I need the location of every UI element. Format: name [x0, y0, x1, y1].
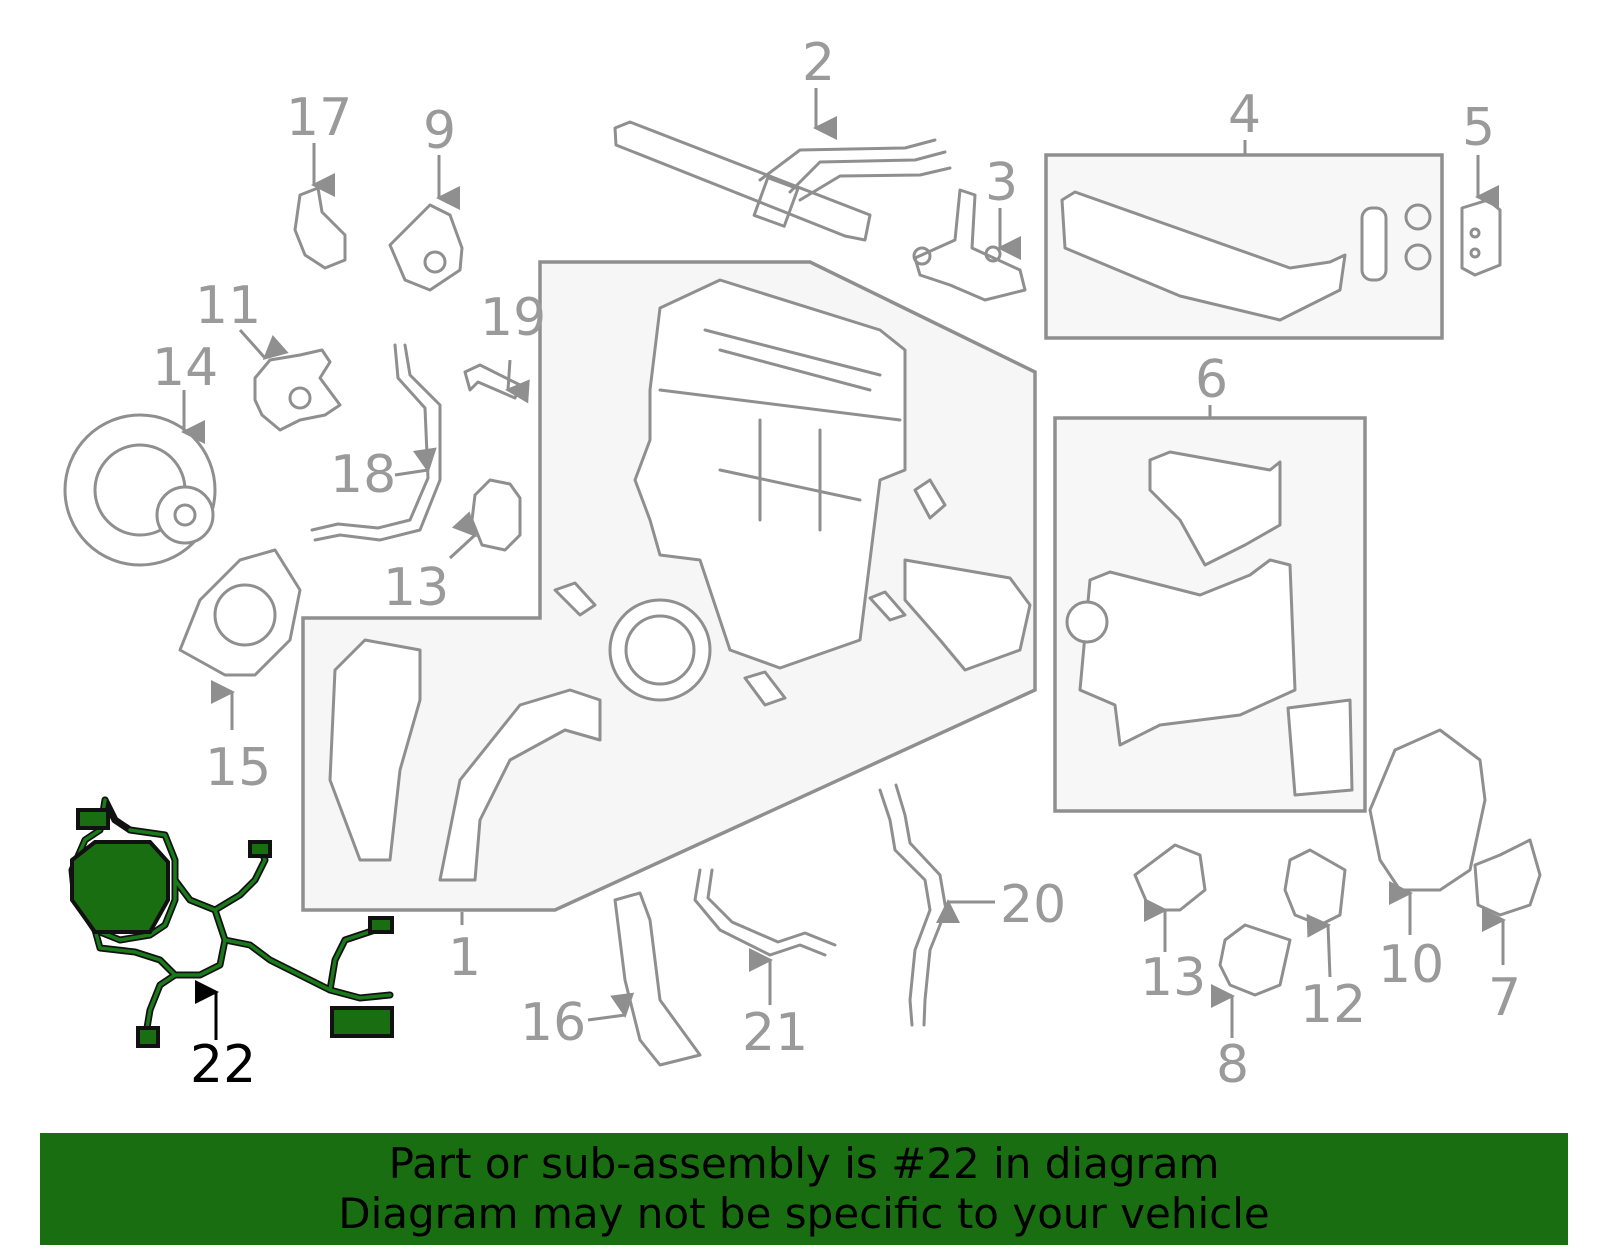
hose-21-part-outline: [706, 868, 837, 947]
drain-hose-part: [313, 343, 442, 542]
banner-line-1: Part or sub-assembly is #22 in diagram: [388, 1139, 1220, 1188]
blower-motor-part: [63, 413, 217, 567]
heater-unit-part: [328, 278, 1032, 882]
callout-11: 11: [195, 276, 261, 336]
evaporator-part: [1060, 190, 1432, 322]
callout-7: 7: [1488, 968, 1521, 1028]
actuator-11-part: [253, 348, 342, 432]
blower-housing-part: [178, 548, 302, 677]
clip-13-lower-part: [1133, 843, 1207, 912]
actuator-8-part: [1218, 923, 1292, 997]
callout-22: 22: [190, 1035, 256, 1095]
callout-20: 20: [1000, 875, 1066, 935]
hose-20-part-outline: [894, 783, 948, 1027]
callout-9: 9: [423, 101, 456, 161]
callout-17: 17: [286, 88, 352, 148]
actuator-12-part: [1283, 848, 1347, 927]
callout-10: 10: [1378, 935, 1444, 995]
banner-line-2: Diagram may not be specific to your vehi…: [338, 1189, 1270, 1238]
actuator-7-part: [1473, 838, 1542, 917]
callout-13-lower: 13: [1140, 948, 1206, 1008]
callout-18: 18: [330, 445, 396, 505]
callout-14: 14: [152, 338, 218, 398]
callout-1: 1: [448, 928, 481, 988]
drain-hose-part-outline: [310, 343, 430, 532]
leader-lines: [181, 88, 1506, 1040]
clip-13-upper-part: [470, 478, 522, 552]
expansion-valve-part: [1460, 198, 1502, 277]
info-banner: Part or sub-assembly is #22 in diagram D…: [40, 1133, 1568, 1245]
sensor-part: [293, 186, 347, 270]
callout-13-upper: 13: [383, 558, 449, 618]
bracket-10-part: [1368, 728, 1487, 892]
callout-16: 16: [520, 993, 586, 1053]
callout-3: 3: [985, 153, 1018, 213]
callout-15: 15: [205, 738, 271, 798]
callout-12: 12: [1300, 975, 1366, 1035]
duct-16-part: [613, 891, 702, 1067]
callout-6: 6: [1195, 350, 1228, 410]
actuator-motor-part: [388, 203, 464, 292]
wire-harness-part: [68, 796, 394, 1048]
callout-4: 4: [1228, 85, 1261, 145]
bolt-part: [463, 363, 522, 400]
case-part: [1065, 450, 1354, 797]
callout-2: 2: [802, 33, 835, 93]
hose-21-part: [693, 868, 827, 957]
callout-8: 8: [1216, 1035, 1249, 1095]
callout-5: 5: [1462, 98, 1495, 158]
heater-core-part: [613, 120, 952, 242]
hose-20-part: [878, 788, 932, 1027]
callout-21: 21: [742, 1003, 808, 1063]
callout-19: 19: [480, 288, 546, 348]
